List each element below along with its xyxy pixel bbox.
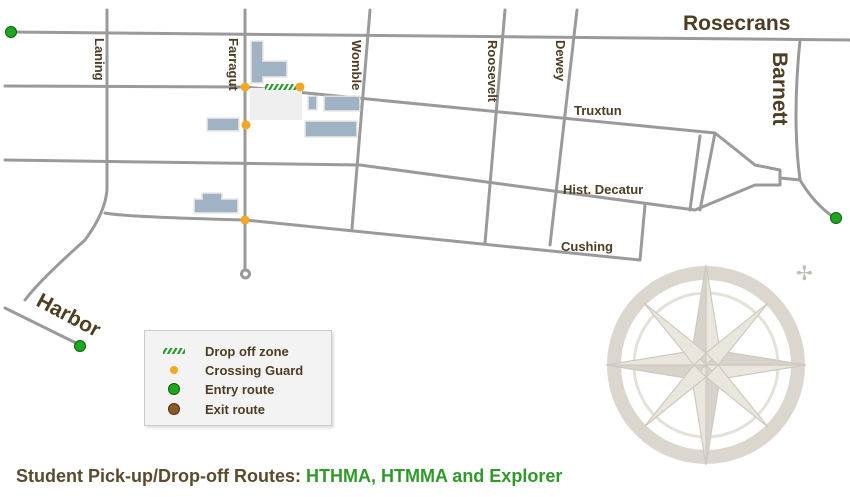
compass-rose-icon: ✢: [605, 261, 813, 466]
orange-dot-icon: [170, 366, 178, 374]
legend-label-crossing-guard: Crossing Guard: [205, 363, 304, 378]
crossing-guard-dot: [240, 82, 250, 92]
title-schools: HTHMA, HTMMA and Explorer: [306, 466, 563, 486]
entry-route-dot: [74, 340, 86, 352]
green-dot-icon: [168, 383, 180, 395]
map-legend: Drop off zone Crossing Guard Entry route…: [144, 330, 332, 426]
legend-label-drop-off: Drop off zone: [205, 344, 289, 359]
street-label-barnett: Barnett: [768, 52, 791, 126]
entry-points: [5, 26, 842, 352]
roads: [3, 8, 850, 347]
map-title: Student Pick-up/Drop-off Routes: HTHMA, …: [16, 466, 562, 487]
crossing-guard-dot: [241, 120, 251, 130]
street-label-hist-decatur: Hist. Decatur: [563, 182, 643, 197]
street-label-laning: Laning: [92, 38, 107, 81]
street-label-cushing: Cushing: [561, 239, 613, 254]
street-label-harbor: Harbor: [33, 289, 105, 342]
legend-label-exit: Exit route: [205, 402, 265, 417]
legend-icons: [163, 348, 185, 415]
crossing-guards: [240, 82, 305, 225]
crossing-guard-dot: [240, 215, 250, 225]
street-label-farragut: Farragut: [226, 38, 241, 91]
hatched-stripe-icon: [163, 348, 185, 354]
buildings: [193, 40, 361, 214]
street-label-roosevelt: Roosevelt: [485, 40, 500, 103]
street-label-womble: Womble: [349, 40, 364, 90]
crossing-guard-dot: [295, 82, 305, 92]
street-label-truxtun: Truxtun: [574, 103, 622, 118]
title-prefix: Student Pick-up/Drop-off Routes:: [16, 466, 301, 486]
drop-off-zone: [265, 84, 297, 90]
svg-text:✢: ✢: [796, 261, 813, 285]
legend-label-entry: Entry route: [205, 382, 275, 397]
entry-route-dot: [830, 212, 842, 224]
brown-dot-icon: [168, 403, 180, 415]
street-label-rosecrans: Rosecrans: [683, 12, 790, 35]
entry-route-dot: [5, 26, 17, 38]
street-label-dewey: Dewey: [553, 40, 568, 82]
